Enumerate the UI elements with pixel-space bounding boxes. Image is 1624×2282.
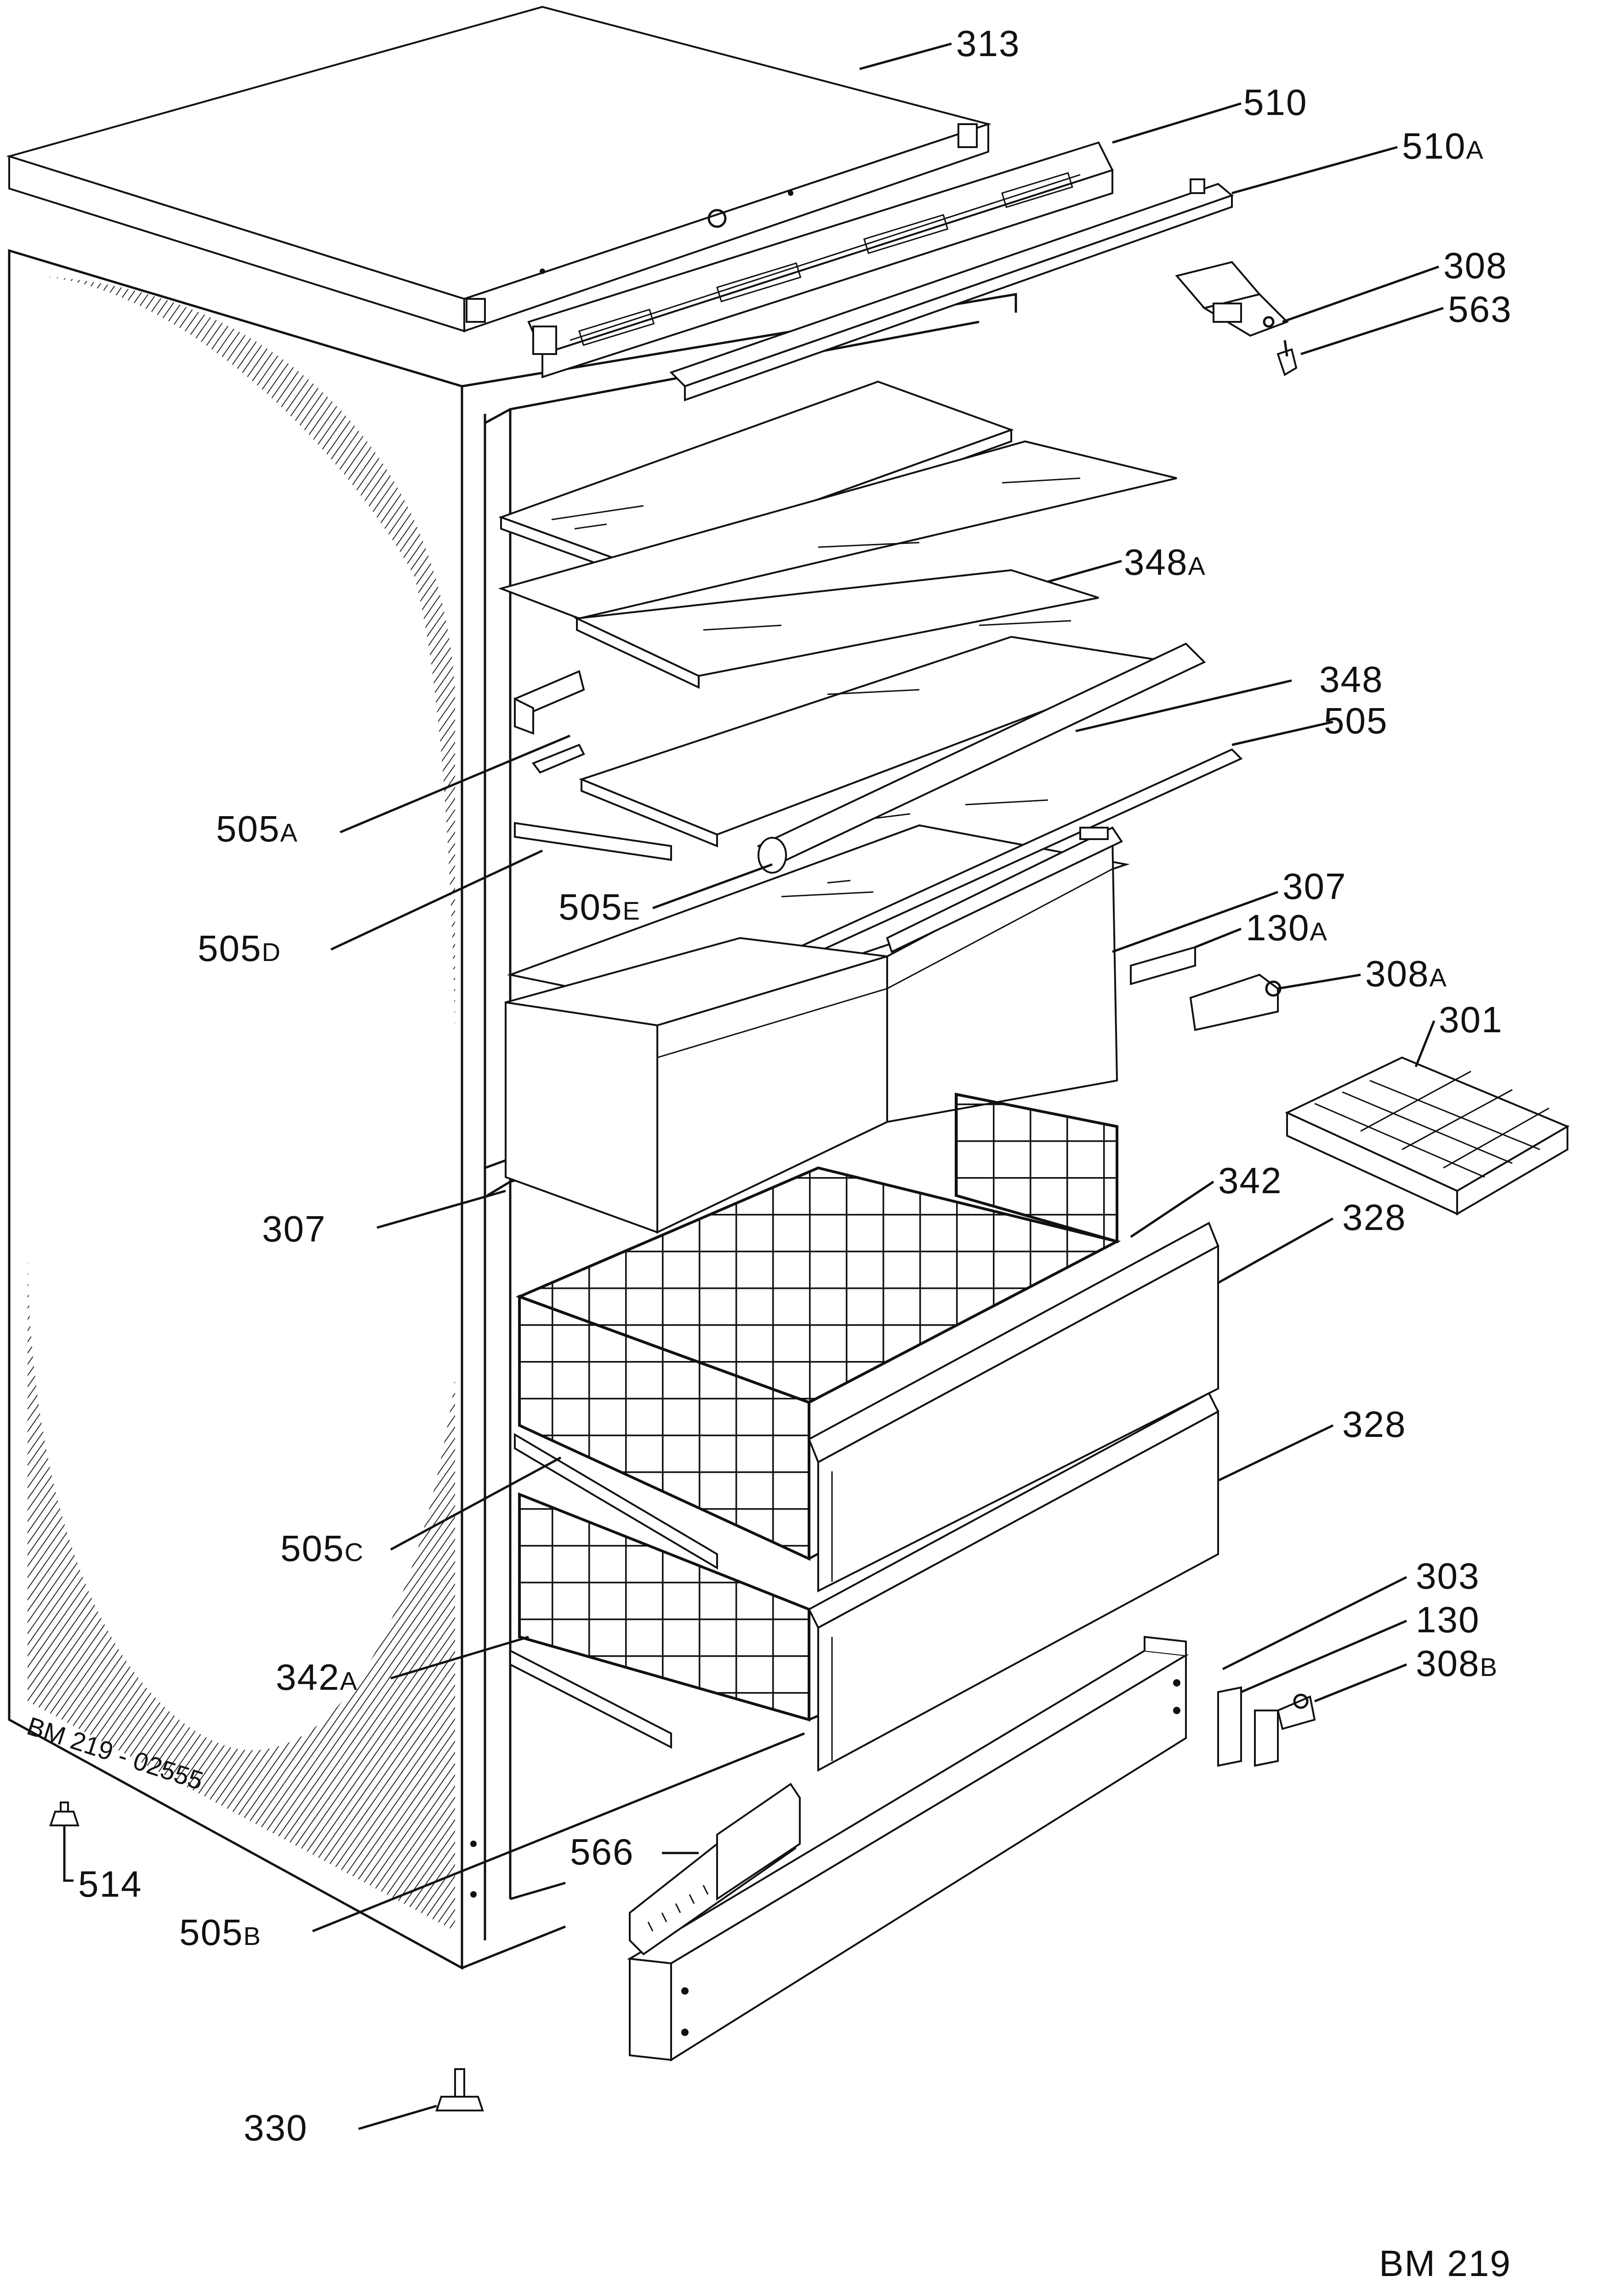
- label-510: 510: [1243, 82, 1307, 123]
- label-328-lower: 328: [1342, 1404, 1406, 1445]
- middle-hinge: [1130, 946, 1282, 1031]
- label-303: 303: [1416, 1556, 1480, 1596]
- label-563: 563: [1448, 289, 1512, 330]
- label-510a: 510A: [1402, 126, 1484, 166]
- label-505d: 505D: [198, 928, 281, 969]
- ventilation-grille: [629, 1783, 801, 1956]
- label-505a: 505A: [216, 808, 298, 849]
- label-505b: 505B: [179, 1912, 262, 1953]
- top-frame: [527, 141, 1114, 378]
- label-130a: 130A: [1246, 907, 1328, 948]
- label-505: 505: [1324, 700, 1388, 741]
- label-348: 348: [1319, 659, 1383, 700]
- plinth: [627, 1636, 1316, 2062]
- label-313: 313: [956, 23, 1020, 64]
- upper-hinge: [1175, 261, 1298, 376]
- feet: [49, 1802, 484, 2111]
- label-342: 342: [1218, 1160, 1282, 1201]
- label-301: 301: [1439, 999, 1503, 1040]
- label-130: 130: [1416, 1599, 1480, 1640]
- cabinet-body: [8, 249, 1017, 1970]
- label-566: 566: [570, 1831, 634, 1872]
- label-307-right: 307: [1282, 866, 1346, 907]
- shelf-supports: [513, 642, 1243, 976]
- drawer-fronts: [808, 1222, 1219, 1772]
- label-348a: 348A: [1124, 542, 1206, 583]
- label-308a: 308A: [1365, 953, 1447, 994]
- leader-lines: [63, 42, 1444, 2130]
- top-trim: [669, 178, 1234, 401]
- label-307-left: 307: [262, 1208, 326, 1249]
- label-328-upper: 328: [1342, 1197, 1406, 1238]
- label-505e: 505E: [558, 886, 641, 927]
- ice-tray: [1285, 1056, 1570, 1216]
- label-505c: 505C: [280, 1528, 364, 1569]
- label-308b: 308B: [1416, 1643, 1498, 1684]
- label-308: 308: [1443, 245, 1507, 286]
- bins: [505, 826, 1123, 1234]
- label-342a: 342A: [276, 1657, 358, 1698]
- label-514: 514: [78, 1864, 142, 1905]
- drawing-footer: BM 219: [1379, 2243, 1511, 2280]
- glass-shelves: [498, 380, 1177, 1013]
- freezer-baskets: [509, 1092, 1121, 1749]
- label-330: 330: [244, 2107, 308, 2148]
- top-cover: [6, 6, 992, 332]
